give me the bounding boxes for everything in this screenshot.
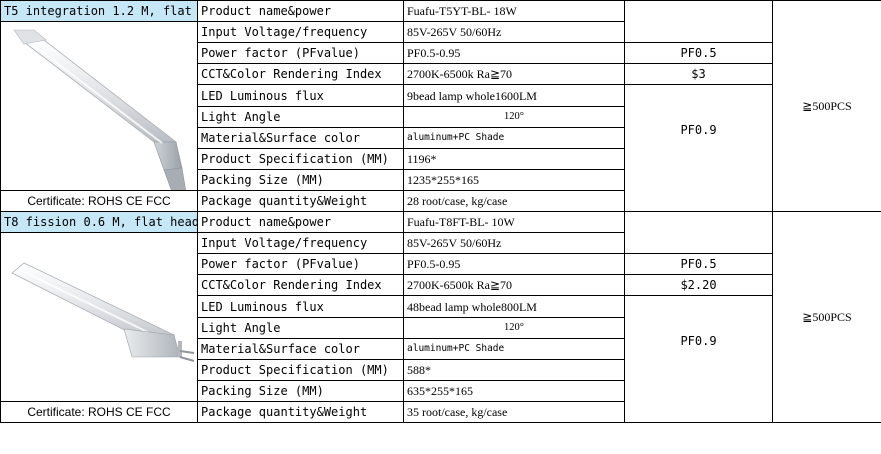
product-2-value-voltage: 85V-265V 50/60Hz (403, 232, 625, 254)
product-2-price: $2.20 (624, 274, 773, 296)
product-2-value-pf: PF0.5-0.95 (403, 253, 625, 275)
product-2-price-pf-top: PF0.5 (624, 253, 773, 275)
product-1-label-material: Material&Surface color (197, 127, 404, 149)
product-2-price-pf-bottom: PF0.9 (624, 295, 773, 423)
product-2-image-cell (0, 232, 198, 402)
product-1-label-spec: Product Specification (MM) (197, 148, 404, 170)
product-2-title: T8 fission 0.6 M, flat head light bulb, … (0, 211, 198, 233)
product-2-label-package: Package quantity&Weight (197, 401, 404, 423)
product-1-value-angle: 120° (403, 106, 625, 128)
product-1-label-packing: Packing Size (MM) (197, 169, 404, 191)
product-1-label-cct: CCT&Color Rendering Index (197, 63, 404, 85)
product-2-label-angle: Light Angle (197, 317, 404, 339)
product-2-value-spec: 588* (403, 359, 625, 381)
product-1-price: $3 (624, 63, 773, 85)
product-2-value-packing: 635*255*165 (403, 380, 625, 402)
product-1-price-blank (624, 0, 773, 43)
product-1-value-material: aluminum+PC Shade (403, 127, 625, 149)
product-1-value-packing: 1235*255*165 (403, 169, 625, 191)
product-1-image-cell (0, 21, 198, 191)
product-1-title: T5 integration 1.2 M, flat head light bu… (0, 0, 198, 22)
product-spec-sheet: T5 integration 1.2 M, flat head light bu… (0, 0, 881, 423)
product-2-label-spec: Product Specification (MM) (197, 359, 404, 381)
product-1-value-name: Fuafu-T5YT-BL- 18W (403, 0, 625, 22)
product-2-value-name: Fuafu-T8FT-BL- 10W (403, 211, 625, 233)
product-2-certificate: Certificate: ROHS CE FCC (0, 401, 198, 423)
product-2-value-cct: 2700K-6500k Ra≧70 (403, 274, 625, 296)
product-1-label-voltage: Input Voltage/frequency (197, 21, 404, 43)
t5-led-tube-image (4, 23, 197, 190)
product-1-price-pf-bottom: PF0.9 (624, 84, 773, 212)
product-1-value-spec: 1196* (403, 148, 625, 170)
product-1-label-flux: LED Luminous flux (197, 84, 404, 107)
product-1-label-name: Product name&power (197, 0, 404, 22)
product-1-value-voltage: 85V-265V 50/60Hz (403, 21, 625, 43)
product-1-label-package: Package quantity&Weight (197, 190, 404, 212)
product-1-price-pf-top: PF0.5 (624, 42, 773, 64)
product-2-label-flux: LED Luminous flux (197, 295, 404, 318)
product-2-label-name: Product name&power (197, 211, 404, 233)
product-1-moq: ≧500PCS (772, 0, 881, 212)
product-2-value-package: 35 root/case, kg/case (403, 401, 625, 423)
product-1-header-row: T5 integration 1.2 M, flat head light bu… (0, 0, 881, 212)
product-2-label-packing: Packing Size (MM) (197, 380, 404, 402)
product-2-price-blank (624, 211, 773, 254)
product-2-header-row: T8 fission 0.6 M, flat head light bulb, … (0, 211, 881, 423)
product-1-label-pf: Power factor (PFvalue) (197, 42, 404, 64)
product-1-value-flux: 9bead lamp whole1600LM (403, 84, 625, 107)
product-1-certificate: Certificate: ROHS CE FCC (0, 190, 198, 212)
product-2-label-pf: Power factor (PFvalue) (197, 253, 404, 275)
product-2-value-material: aluminum+PC Shade (403, 338, 625, 360)
product-1-label-angle: Light Angle (197, 106, 404, 128)
product-1-value-cct: 2700K-6500k Ra≧70 (403, 63, 625, 85)
t8-led-tube-image (4, 234, 197, 401)
product-1-value-pf: PF0.5-0.95 (403, 42, 625, 64)
product-1-value-package: 28 root/case, kg/case (403, 190, 625, 212)
product-2-value-angle: 120° (403, 317, 625, 339)
product-2-value-flux: 48bead lamp whole800LM (403, 295, 625, 318)
product-2-moq: ≧500PCS (772, 211, 881, 423)
product-2-label-cct: CCT&Color Rendering Index (197, 274, 404, 296)
product-2-label-material: Material&Surface color (197, 338, 404, 360)
product-2-label-voltage: Input Voltage/frequency (197, 232, 404, 254)
